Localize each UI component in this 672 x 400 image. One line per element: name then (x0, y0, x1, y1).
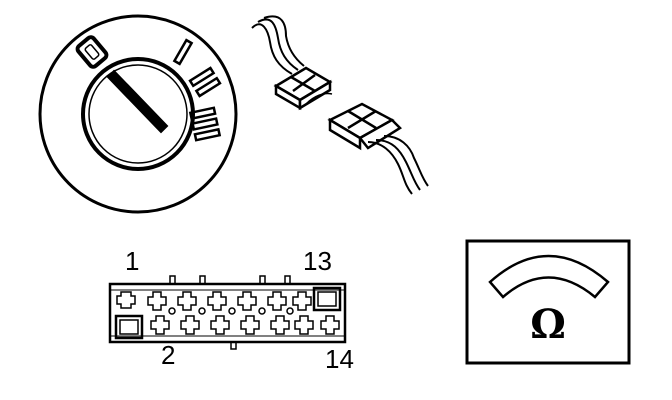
lower-plug (327, 102, 402, 151)
connector-mid-holes (168, 307, 294, 315)
connector-pin (292, 291, 312, 311)
pin-label-14: 14 (325, 344, 354, 374)
connector-pin (147, 291, 167, 311)
connector-pin (150, 315, 170, 335)
connector-pin (207, 291, 227, 311)
connector-pin (320, 315, 340, 335)
connector-bottom-row-pins (150, 315, 340, 335)
ohmmeter-scale-arc (488, 254, 610, 299)
connector-pin (240, 315, 260, 335)
connector-pin (270, 315, 290, 335)
connector-pin (177, 291, 197, 311)
connector-pin (116, 291, 136, 309)
ignition-switch-icon (38, 14, 238, 214)
pin-13-socket (312, 286, 342, 312)
position-marker-iii (188, 106, 222, 142)
lower-wires (367, 135, 429, 195)
upper-wires (251, 15, 305, 75)
ohmmeter-icon (465, 239, 631, 365)
position-marker-ii (188, 66, 222, 98)
switch-inner-cylinder (81, 57, 195, 171)
connector-top-row-pins (116, 291, 312, 311)
key-slot (106, 69, 169, 134)
wire-connector-icon (251, 15, 429, 195)
switch-inner-bevel (88, 64, 188, 164)
ohm-symbol: Ω (530, 301, 566, 348)
upper-plug (273, 66, 333, 111)
connector-bottom-tab (230, 341, 237, 350)
position-marker-i (172, 38, 194, 66)
ohmmeter-frame (465, 239, 631, 365)
multi-pin-connector-icon (108, 275, 347, 350)
pin-label-13: 13 (303, 246, 332, 276)
connector-pin (237, 291, 257, 311)
pin-2-socket (114, 314, 144, 340)
connector-pin (180, 315, 200, 335)
connector-body (108, 282, 347, 344)
pin-label-1: 1 (125, 246, 139, 276)
position-marker-0 (75, 35, 109, 69)
connector-pin (294, 315, 314, 335)
connector-pin (210, 315, 230, 335)
switch-outer-ring (38, 14, 238, 214)
pin-label-2: 2 (161, 340, 175, 370)
connector-pin (267, 291, 287, 311)
